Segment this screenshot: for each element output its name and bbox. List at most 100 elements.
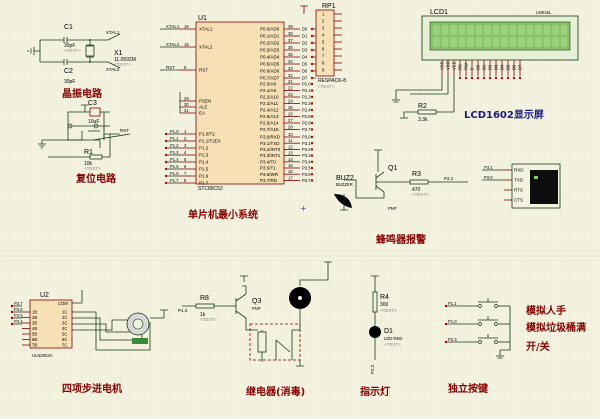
reset-title: 复位电路 <box>75 172 117 185</box>
lcd-cell <box>560 24 568 36</box>
r3-ref: R3 <box>412 171 421 178</box>
mcu-right-net-point <box>310 69 314 73</box>
uln-net-point <box>10 322 14 326</box>
lcd-pin-name: E <box>469 67 474 70</box>
mcu-left-pin-name: XTAL2 <box>199 45 213 50</box>
mcu-right-pin-name: P3.7/RD <box>260 178 278 183</box>
lcd-cell <box>543 24 551 36</box>
mcu-left-net-point <box>164 132 168 136</box>
mcu-right-pin-num: 37 <box>288 38 293 43</box>
c1-ref: C1 <box>64 24 73 31</box>
mcu-right-net-point <box>310 166 314 170</box>
uln-out-pin-name: 5C <box>62 332 67 337</box>
mcu-right-net-label: D3 <box>302 48 308 53</box>
mcu-left-pin-num: 8 <box>184 178 187 183</box>
mcu-right-pin-name: P0.3/AD3 <box>260 48 280 53</box>
lcd-pin-name: D1 <box>481 64 486 70</box>
mcu-left-net-label: P1.7 <box>170 178 179 183</box>
mcu-left-pin-name: EA <box>199 111 205 116</box>
mcu-left-net-label: P1.4 <box>170 157 179 162</box>
mcu-right-pin-num: 16 <box>288 169 293 174</box>
mcu-right-net-point <box>310 95 314 99</box>
mcu-right-pin-name: P2.1/A9 <box>260 88 277 93</box>
mcu-right-pin-num: 32 <box>288 73 293 78</box>
uln-out-pin-name: 3C <box>62 321 67 326</box>
r1-text: <TEXT> <box>84 166 101 171</box>
mcu-right-pin-name: P2.5/A13 <box>260 114 279 119</box>
rp1-pin-num: 1 <box>322 12 325 17</box>
r2-value: 3.3k <box>418 117 428 123</box>
mcu-left-net-point <box>164 139 168 143</box>
buzzer-circuit: Q1 PNP R3 470 <TEXT> BUZ2 BUZZER P2.1 蜂鸣… <box>334 149 468 246</box>
mcu-right-net-point <box>310 173 314 176</box>
mcu-right-net-point <box>310 89 314 92</box>
mcu-right-pin-num: 35 <box>288 52 293 57</box>
mcu-left-pin-num: 2 <box>184 136 187 141</box>
q3-ref: Q3 <box>252 298 261 305</box>
key-net-label: P1.0 <box>448 319 457 324</box>
d1-ref: D1 <box>384 328 393 335</box>
mcu-right-net-point <box>310 160 314 163</box>
uln-net-label: P3.4 <box>14 319 23 324</box>
mcu-left-net-point <box>164 153 168 157</box>
mcu-left-net-label: XTAL1 <box>166 24 180 29</box>
rp1-pin-num: 3 <box>322 26 325 31</box>
mcu-right-pin-name: P2.6/A14 <box>260 121 279 126</box>
rp1-pin-num: 6 <box>322 47 325 52</box>
r8-ref: R8 <box>200 295 209 302</box>
uln-ref: U2 <box>40 292 49 299</box>
mcu-right-net-point <box>310 102 314 105</box>
mcu-right-pin-num: 38 <box>288 31 293 36</box>
mcu-right-pin-num: 12 <box>288 144 293 149</box>
mcu-left-pin-name: P1.5 <box>199 167 209 172</box>
lcd-part: LM016L <box>536 10 552 15</box>
mcu-left-pin-name: PSEN <box>199 99 211 104</box>
reset-circuit: C3 10uF R1 10k <TEXT> RST 复位电路 <box>38 100 131 185</box>
uln-in-pin-name: 2B <box>32 315 37 320</box>
mcu-right-pin-name: P0.2/AD2 <box>260 41 280 46</box>
lcd-pin-point <box>512 76 516 80</box>
mcu-right-pin-name: P3.4/T0 <box>260 159 276 164</box>
mcu-right-pin-name: P3.1/TXD <box>260 141 280 146</box>
rp1-text: <TEXT> <box>318 84 335 89</box>
mcu-part: STC89C52 <box>198 186 223 192</box>
mcu-right-net-label: P3.7 <box>302 178 311 183</box>
mcu-left-pin-num: 18 <box>184 42 189 47</box>
mcu-left-net-label: P1.2 <box>170 143 179 148</box>
relay-title: 继电器(消毒) <box>246 385 305 398</box>
key-net-label: P1.1 <box>448 301 457 306</box>
crystal-title: 晶振电路 <box>62 87 103 100</box>
key-net-point <box>444 304 448 308</box>
lcd-cell <box>517 24 526 36</box>
q3-type: PNP <box>252 306 261 311</box>
mcu-right-net-label: P2.3 <box>302 101 311 106</box>
reset-net: RST <box>120 128 129 133</box>
mcu-right-net-point <box>310 82 314 86</box>
rp1-pin-num: 2 <box>322 19 325 24</box>
mcu-right-pin-num: 28 <box>288 125 293 130</box>
mcu-left-pin-num: 5 <box>184 157 187 162</box>
r4-value: 300 <box>380 302 389 308</box>
lcd-cell <box>483 36 492 48</box>
uln-out-pin-name: 4C <box>62 326 67 331</box>
mcu-left-pin-num: 9 <box>184 65 187 70</box>
mcu-left-net-label: P1.3 <box>170 150 179 155</box>
key-contact <box>478 340 482 344</box>
mcu-right-net-label: P2.1 <box>302 88 311 93</box>
lcd-pin-point <box>482 76 486 80</box>
lcd-pin-point <box>464 76 468 80</box>
mcu-left-pin-name: P1.3 <box>199 153 209 158</box>
mcu-left-pin-num: 29 <box>184 96 189 101</box>
mcu-right-net-label: P2.0 <box>302 82 311 87</box>
rp1-pin-num: 5 <box>322 40 325 45</box>
mcu-right-pin-num: 23 <box>288 92 293 97</box>
mcu-right-net-point <box>310 179 314 182</box>
lcd-cell <box>449 24 458 36</box>
mcu-right-net-label: P3.1 <box>302 141 311 146</box>
mcu-right-net-label: P3.2 <box>302 147 311 152</box>
mcu-right-pin-name: P3.6/WR <box>260 172 279 177</box>
mcu-right-pin-name: P0.7/AD7 <box>260 76 280 81</box>
lcd-pin-point <box>476 76 480 80</box>
